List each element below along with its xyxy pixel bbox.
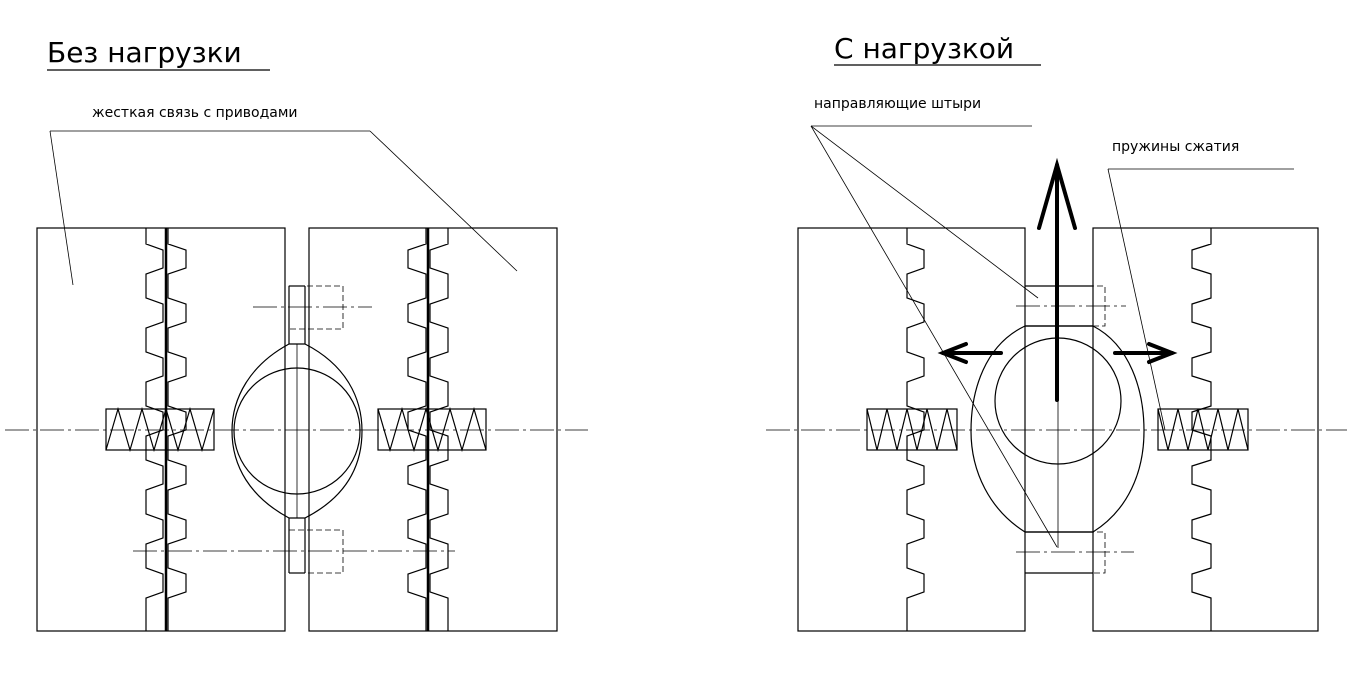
right-title: С нагрузкой: [834, 32, 1014, 65]
springs-leader: [1107, 168, 1166, 431]
right-lower-guide-pin: [1016, 531, 1134, 574]
label-rigid-link: жесткая связь с приводами: [92, 105, 298, 121]
label-guide-pins: направляющие штыри: [814, 96, 981, 112]
right-view-right-rack: [1191, 228, 1212, 631]
right-view-left-spring: [866, 408, 958, 451]
label-springs: пружины сжатия: [1112, 139, 1239, 155]
rigid-link-leader-right: [369, 130, 518, 272]
left-upper-guide-pin: [253, 285, 372, 344]
right-upper-guide-pin: [1016, 285, 1126, 327]
guide-pins-leader-lower: [810, 125, 1058, 548]
left-spring: [105, 406, 215, 453]
right-view: С нагрузкой направляющие штыри пружины с…: [766, 32, 1347, 632]
left-rack-pair: [145, 228, 187, 631]
left-title: Без нагрузки: [47, 36, 242, 69]
guide-pins-leader-upper: [810, 125, 1039, 299]
right-rack-pair: [407, 228, 449, 631]
right-spring: [377, 406, 487, 453]
left-frame-block: [36, 227, 286, 632]
left-view: Без нагрузки жесткая связь с приводами: [5, 36, 588, 632]
right-frame-block: [308, 227, 558, 632]
rigid-link-leader-left: [49, 130, 74, 286]
left-lower-guide-pin: [133, 518, 455, 574]
right-view-right-spring: [1157, 408, 1249, 451]
right-view-right-block: [1092, 227, 1319, 632]
up-arrow-icon: [1037, 157, 1077, 402]
left-arrow-icon: [937, 342, 1003, 364]
right-view-left-block: [797, 227, 1026, 632]
right-arrow-icon: [1113, 342, 1178, 364]
